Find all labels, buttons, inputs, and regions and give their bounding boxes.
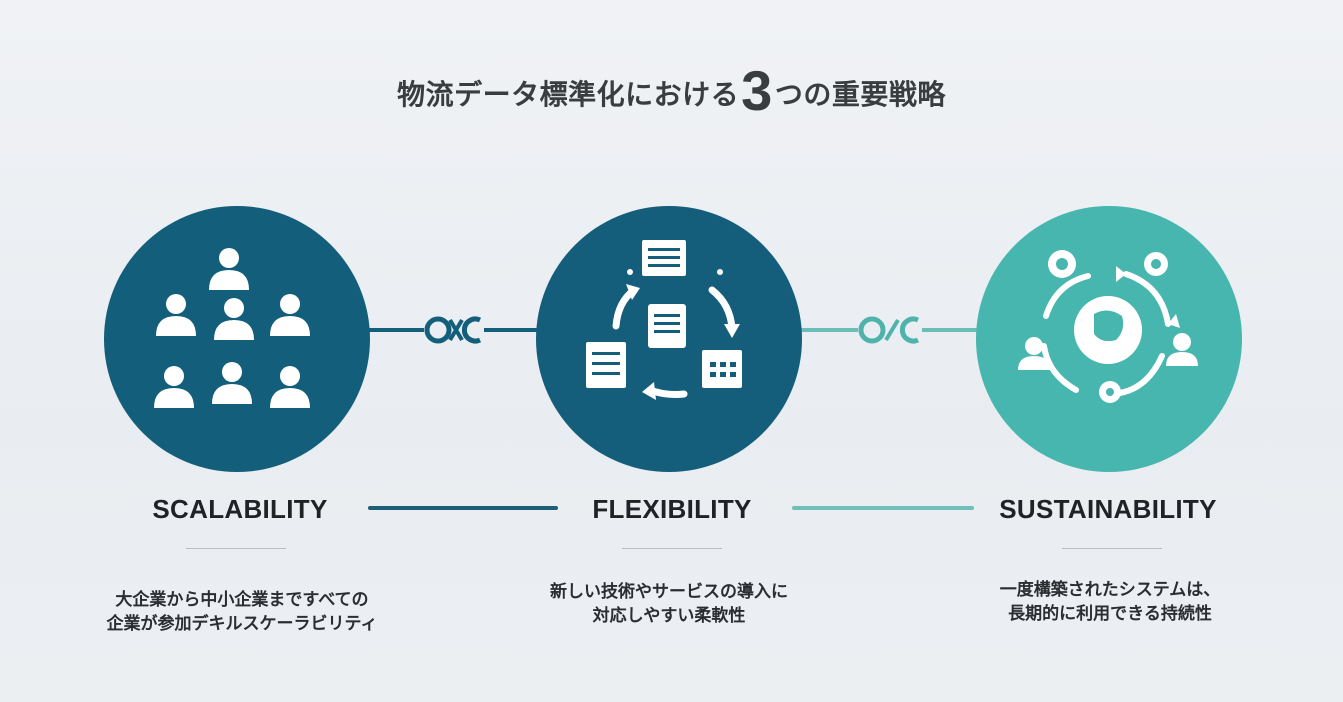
page-title: 物流データ標準化における3つの重要戦略: [0, 58, 1343, 123]
gear-cycle-icon: [1018, 250, 1198, 403]
description-sustainability: 一度構築されたシステムは、 長期的に利用できる持続性: [930, 578, 1290, 626]
people-grid-icon: [154, 248, 310, 408]
desc-line: 大企業から中小企業まですべての: [115, 590, 369, 610]
desc-line: 対応しやすい柔軟性: [592, 606, 746, 626]
heading-flexibility: FLEXIBILITY: [592, 494, 752, 524]
desc-line: 長期的に利用できる持続性: [1008, 604, 1212, 624]
underline-rule: [1062, 548, 1162, 549]
title-suffix: つの重要戦略: [774, 78, 946, 111]
divider-bar-right: [792, 506, 974, 510]
divider-bar-left: [368, 506, 558, 510]
title-number: 3: [741, 59, 773, 122]
description-scalability: 大企業から中小企業まですべての 企業が参加デキルスケーラビリティ: [62, 588, 422, 636]
document-cycle-icon: [586, 240, 742, 400]
chain-connector-left: [366, 316, 540, 344]
scalability-circle: [104, 206, 370, 472]
flexibility-circle: [536, 206, 802, 472]
description-flexibility: 新しい技術やサービスの導入に 対応しやすい柔軟性: [489, 580, 849, 628]
sustainability-circle: [976, 206, 1242, 472]
heading-sustainability: SUSTAINABILITY: [999, 494, 1217, 524]
underline-rule: [622, 548, 722, 549]
underline-rule: [186, 548, 286, 549]
desc-line: 企業が参加デキルスケーラビリティ: [106, 614, 378, 634]
chain-connector-right: [800, 316, 980, 344]
heading-scalability: SCALABILITY: [152, 494, 328, 524]
title-prefix: 物流データ標準化における: [397, 78, 740, 111]
desc-line: 新しい技術やサービスの導入に: [550, 582, 788, 602]
desc-line: 一度構築されたシステムは、: [999, 580, 1221, 600]
